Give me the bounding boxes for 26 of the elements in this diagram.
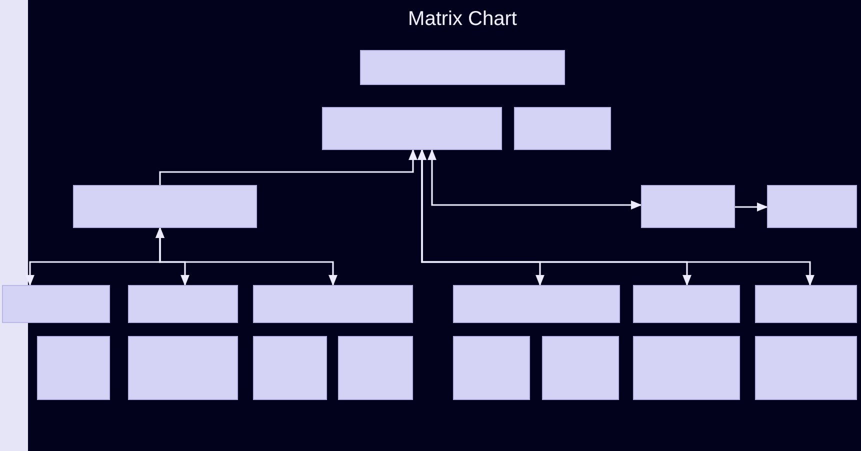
connector-arrow	[428, 148, 642, 210]
chart-box	[322, 107, 502, 150]
chart-box	[253, 336, 327, 400]
chart-box	[453, 336, 530, 400]
chart-box	[2, 285, 110, 323]
connector-arrow	[159, 148, 418, 185]
chart-box	[633, 285, 740, 323]
chart-box	[755, 285, 857, 323]
connector-arrow	[735, 202, 768, 212]
chart-box	[633, 336, 740, 400]
chart-box	[338, 336, 413, 400]
chart-box	[73, 185, 257, 228]
chart-box	[453, 285, 620, 323]
chart-box	[514, 107, 611, 150]
connector-arrow	[156, 226, 338, 286]
chart-box	[542, 336, 619, 400]
chart-box	[37, 336, 110, 400]
chart-box	[767, 185, 857, 228]
chart-box	[360, 50, 565, 85]
chart-box	[253, 285, 413, 323]
connector-arrow	[418, 148, 814, 286]
chart-box	[128, 285, 238, 323]
chart-box	[641, 185, 735, 228]
chart-title: Matrix Chart	[407, 8, 518, 31]
chart-box	[755, 336, 857, 400]
chart-box	[128, 336, 238, 400]
